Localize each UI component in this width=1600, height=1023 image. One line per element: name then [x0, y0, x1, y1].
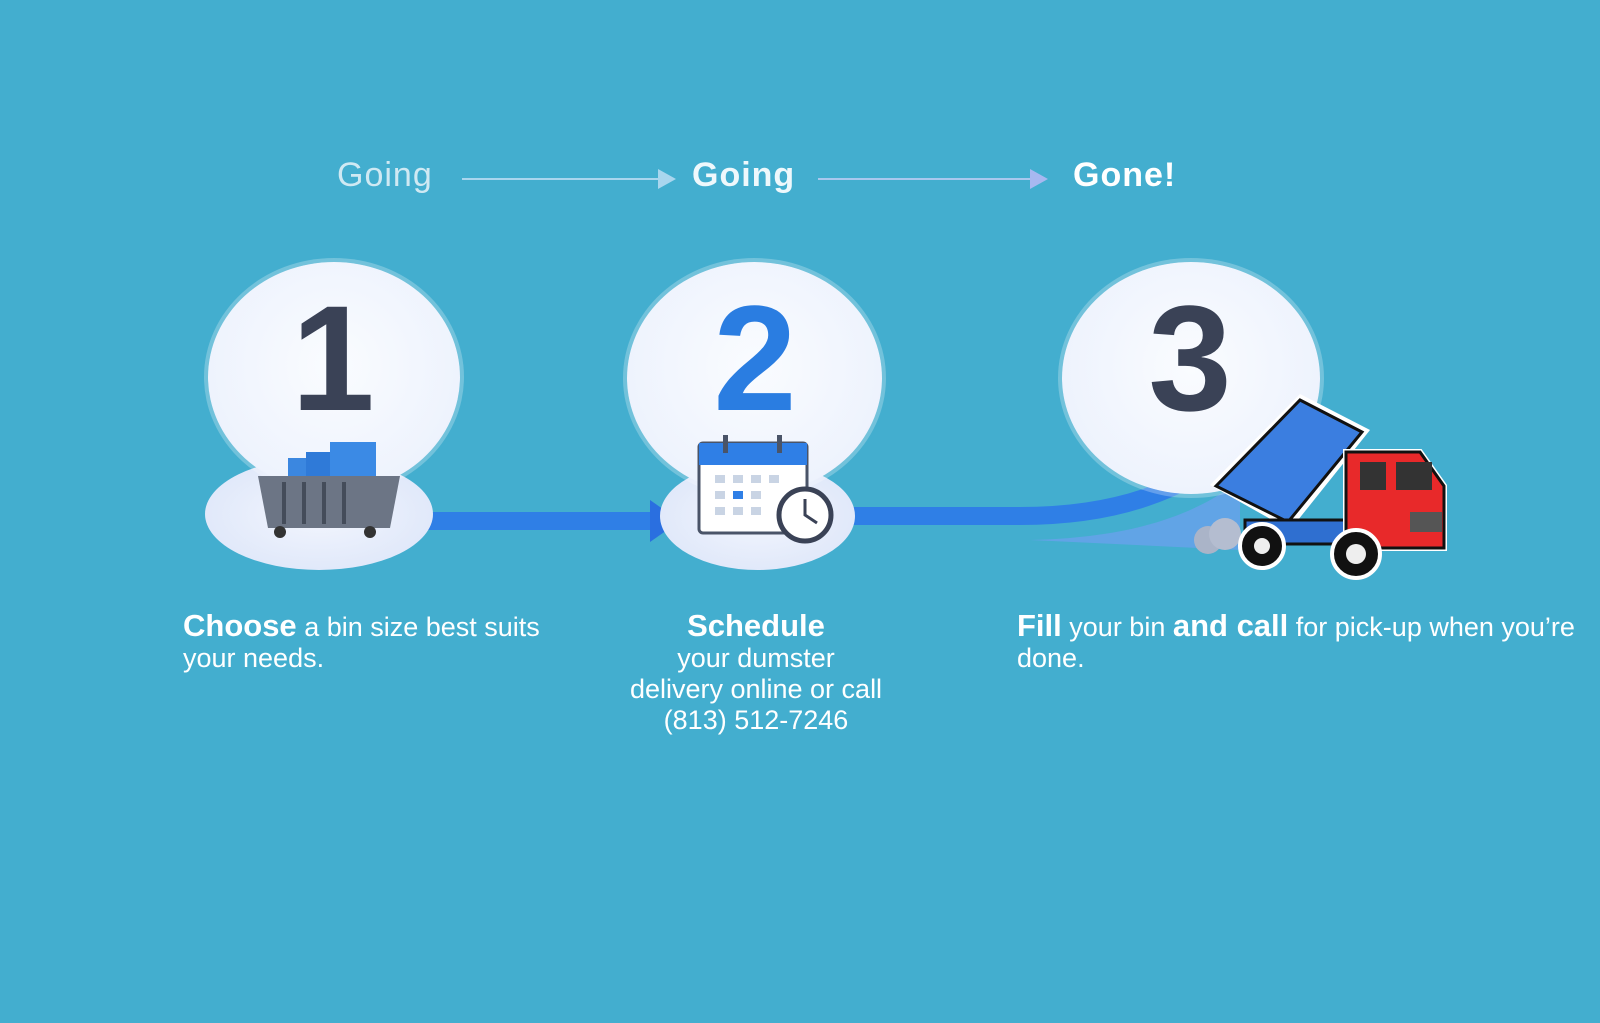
dump-truck-icon: [1194, 394, 1447, 580]
step-3-description: Fill your bin and call for pick-up when …: [1017, 610, 1577, 674]
header-step-2: Going: [692, 156, 796, 194]
arrow-icon: [462, 169, 676, 189]
header-step-1: Going: [337, 156, 433, 194]
step-2-number: 2: [713, 274, 797, 442]
step-3-text-1: your bin: [1061, 612, 1173, 642]
step-1-text: a bin size best suits your needs.: [183, 612, 540, 673]
step-1-bold: Choose: [183, 608, 297, 643]
step-3-number: 3: [1148, 274, 1232, 442]
header-step-3: Gone!: [1073, 156, 1177, 194]
arrow-icon: [818, 169, 1048, 189]
step-2-line-2: delivery online or call: [629, 674, 883, 704]
step-1-description: Choose a bin size best suits your needs.: [183, 610, 583, 674]
step-2-bold: Schedule: [687, 608, 825, 643]
dumpster-icon: [258, 442, 400, 538]
step-3-text-2: for pick-up when you’re done.: [1017, 612, 1575, 673]
step-2-phone[interactable]: (813) 512-7246: [663, 705, 849, 735]
step-2-description: Schedule your dumster delivery online or…: [600, 610, 912, 736]
step-3-bold-2: and call: [1172, 608, 1289, 643]
step-3-bold-1: Fill: [1017, 608, 1062, 643]
step-1-number: 1: [291, 274, 375, 442]
step-2-line-1: your dumster: [677, 643, 835, 673]
calendar-clock-icon: [697, 435, 834, 544]
